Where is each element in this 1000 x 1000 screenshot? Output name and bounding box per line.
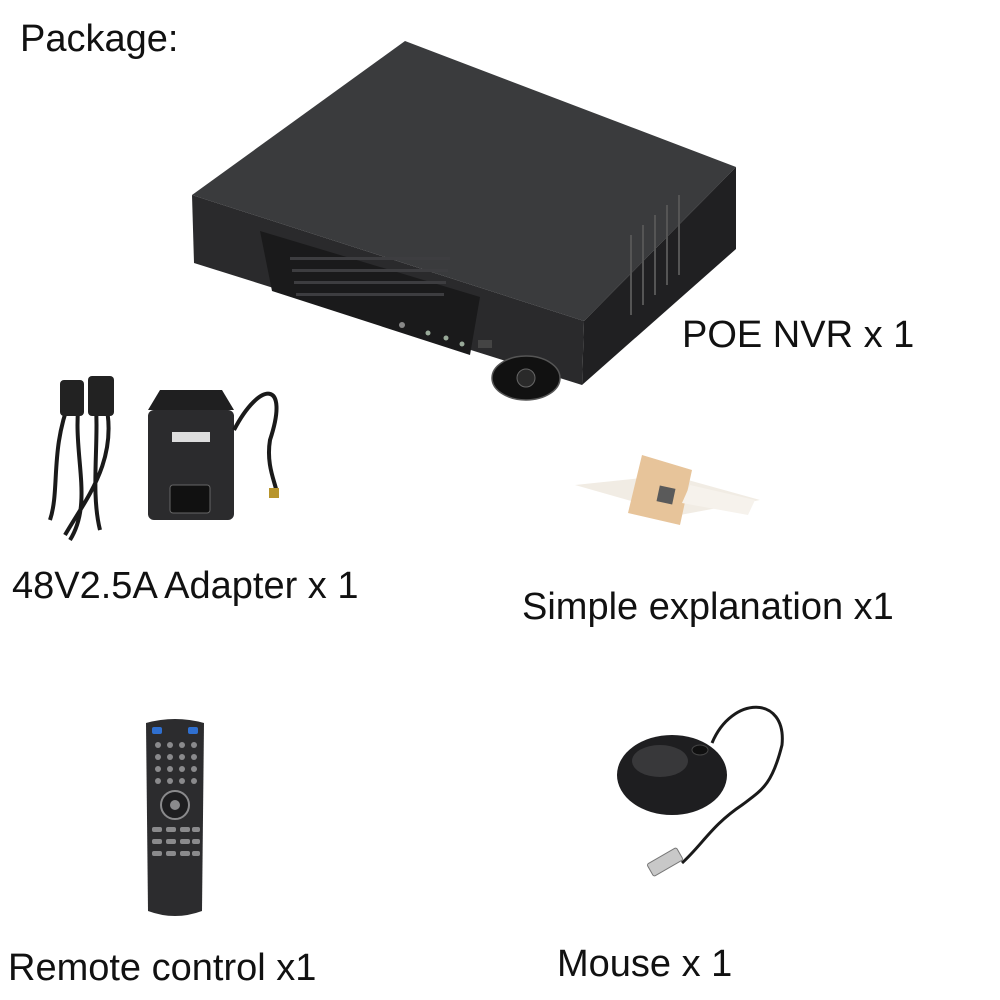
- remote-control-image: [140, 715, 210, 925]
- nvr-label: POE NVR x 1: [682, 314, 915, 356]
- adapter-label: 48V2.5A Adapter x 1: [12, 565, 359, 607]
- power-adapter-image: [40, 370, 300, 550]
- nvr-recorder-image: [180, 35, 750, 435]
- explanation-label: Simple explanation x1: [522, 586, 894, 628]
- mouse-label: Mouse x 1: [557, 943, 733, 985]
- manual-booklet-image: [570, 445, 770, 545]
- package-heading: Package:: [20, 18, 179, 60]
- remote-label: Remote control x1: [8, 947, 317, 989]
- usb-mouse-image: [612, 695, 792, 880]
